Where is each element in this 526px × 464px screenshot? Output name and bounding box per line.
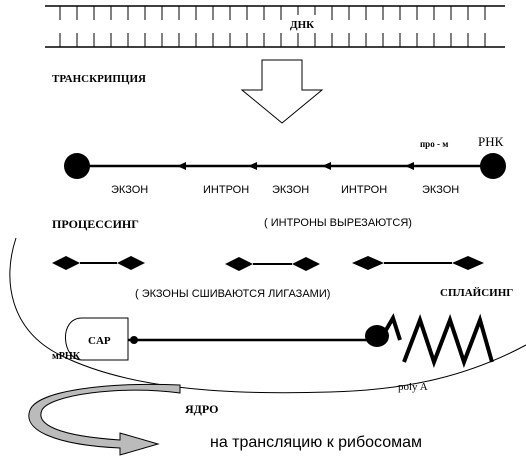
mrna-label: мРНК [52, 351, 81, 362]
poly-a-start [365, 325, 389, 347]
poly-a-tail [384, 313, 494, 368]
splicing-label: СПЛАЙСИНГ [440, 287, 513, 299]
exon-piece [52, 256, 145, 270]
splice-marker-icon [248, 162, 257, 170]
cap-label: CAP [88, 335, 111, 347]
transcription-arrow-icon [240, 59, 324, 124]
exon-piece [352, 256, 484, 270]
segment-exon-2: ЭКЗОН [272, 184, 309, 196]
cap-structure [65, 317, 129, 361]
segment-intron-2: ИНТРОН [341, 184, 387, 196]
nucleus-label: ЯДРО [185, 402, 219, 416]
pre-mrna: про - м РНК ЭКЗОН ИНТРОН ЭКЗОН ИНТРОН ЭК… [64, 134, 506, 196]
excised-exons [52, 256, 484, 271]
splice-marker-icon [405, 162, 414, 170]
splicing-note: ( ЭКЗОНЫ СШИВАЮТСЯ ЛИГАЗАМИ) [135, 288, 330, 300]
processing-label: ПРОЦЕССИНГ [52, 217, 139, 231]
processing-note: ( ИНТРОНЫ ВЫРЕЗАЮТСЯ) [264, 217, 412, 229]
splice-marker-icon [322, 162, 331, 170]
dna-ticks [59, 6, 486, 47]
segment-exon-1: ЭКЗОН [111, 184, 148, 196]
splice-marker-icon [177, 162, 186, 170]
export-label: на трансляцию к рибосомам [210, 434, 422, 451]
segment-exon-3: ЭКЗОН [422, 184, 459, 196]
pre-mrna-prefix: про - м [420, 139, 448, 149]
segment-intron-1: ИНТРОН [203, 184, 249, 196]
export-arrow-icon [28, 383, 181, 456]
nuclear-membrane [9, 237, 526, 394]
pre-mrna-left-end [64, 153, 90, 179]
poly-a-label: poly A [398, 381, 428, 393]
dna-label: ДНК [290, 19, 314, 31]
pre-mrna-right-end [480, 153, 506, 179]
pre-mrna-label: РНК [478, 134, 504, 149]
exon-piece [225, 257, 320, 271]
dna-strand: ДНК [45, 5, 505, 48]
mature-mrna: CAP мРНК poly A [52, 313, 494, 393]
transcription-label: ТРАНСКРИПЦИЯ [52, 73, 146, 85]
